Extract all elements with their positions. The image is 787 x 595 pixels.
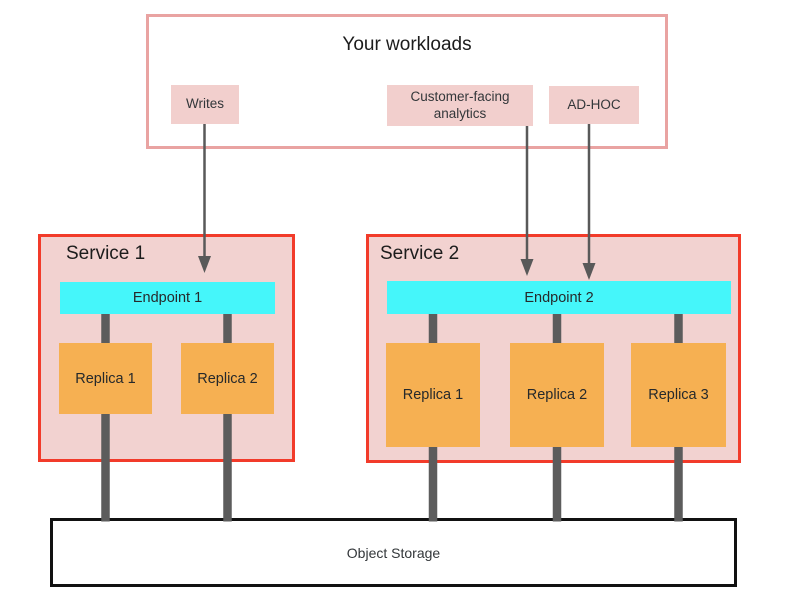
workload-chip-ad-hoc: AD-HOC: [549, 86, 639, 124]
workload-chip-writes: Writes: [171, 85, 239, 124]
workload-chip-customer-facing-analytics: Customer-facing analytics: [387, 85, 533, 126]
service-2-replica-2: Replica 2: [510, 343, 604, 447]
service-2-replica-3: Replica 3: [631, 343, 726, 447]
service-2-label: Service 2: [380, 243, 460, 264]
service-1-replica-2: Replica 2: [181, 343, 274, 414]
service-1-replica-1: Replica 1: [59, 343, 152, 414]
object-storage-box: Object Storage: [50, 518, 737, 587]
service-2-replica-1: Replica 1: [386, 343, 480, 447]
service-2-endpoint: Endpoint 2: [387, 281, 731, 314]
object-storage-label: Object Storage: [346, 544, 441, 561]
workloads-panel-title: Your workloads: [342, 34, 472, 55]
workloads-panel: [146, 14, 668, 149]
service-1-label: Service 1: [66, 243, 146, 264]
service-1-endpoint: Endpoint 1: [60, 282, 275, 314]
